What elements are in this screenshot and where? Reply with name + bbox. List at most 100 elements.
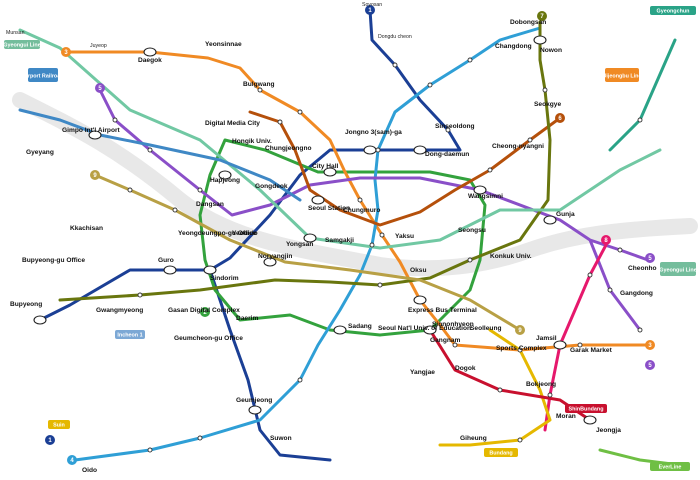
tag-everline xyxy=(650,462,690,471)
station-dot[interactable] xyxy=(487,167,493,173)
label-sinnonhyeon: Sinnonhyeon xyxy=(432,321,474,328)
station-dot[interactable] xyxy=(617,247,623,253)
station-wangsimni[interactable] xyxy=(473,185,487,195)
badge-line-9-east-text: 9 xyxy=(518,328,522,334)
station-geumjeong[interactable] xyxy=(248,405,262,415)
station-dot[interactable] xyxy=(375,147,381,153)
station-dot[interactable] xyxy=(587,272,593,278)
station-daegok[interactable] xyxy=(143,47,157,57)
line-1[interactable] xyxy=(38,8,462,462)
station-jamsil[interactable] xyxy=(553,340,567,350)
line-9[interactable] xyxy=(93,173,522,332)
station-dot[interactable] xyxy=(392,62,398,68)
station-dot[interactable] xyxy=(379,232,385,238)
station-dot[interactable] xyxy=(197,435,203,441)
station-dot[interactable] xyxy=(257,87,263,93)
label-oido: Oido xyxy=(82,467,97,474)
station-dot[interactable] xyxy=(147,147,153,153)
station-dot[interactable] xyxy=(297,377,303,383)
station-jeongja[interactable] xyxy=(583,415,597,425)
label-juyeop: Juyeop xyxy=(90,43,107,49)
station-hapjeong[interactable] xyxy=(218,170,232,180)
line-8[interactable] xyxy=(543,243,608,432)
station-dot[interactable] xyxy=(357,197,363,203)
station-dot[interactable] xyxy=(542,87,548,93)
station-gimpo[interactable] xyxy=(88,130,102,140)
station-seoul-station[interactable] xyxy=(311,195,325,205)
station-jongno3[interactable] xyxy=(363,145,377,155)
label-garak: Garak Market xyxy=(570,347,613,354)
label-jongno3: Jongno 3(sam)-ga xyxy=(345,129,402,136)
label-gwangmyeong: Gwangmyeong xyxy=(96,307,143,314)
tag-suin xyxy=(48,420,70,429)
station-yongsan[interactable] xyxy=(303,233,317,243)
station-dot[interactable] xyxy=(467,57,473,63)
line-airport[interactable] xyxy=(18,108,302,202)
label-gimpo: Gimpo Int'l Airport xyxy=(62,127,121,134)
station-dot[interactable] xyxy=(467,257,473,263)
label-nowon: Nowon xyxy=(540,47,562,54)
station-gunja[interactable] xyxy=(543,215,557,225)
station-dongdaemun[interactable] xyxy=(413,145,427,155)
badge-line-5 xyxy=(95,83,105,93)
badge-line-9 xyxy=(90,170,100,180)
label-daerim: Daerim xyxy=(236,315,258,322)
badge-line-5-se xyxy=(645,360,655,370)
station-dot[interactable] xyxy=(497,387,503,393)
label-kkachisan: Kkachisan xyxy=(70,225,103,232)
station-city-hall[interactable] xyxy=(323,167,337,177)
station-dot[interactable] xyxy=(637,117,643,123)
station-dot[interactable] xyxy=(637,327,643,333)
label-gongdeok: Gongdeok xyxy=(255,183,288,190)
line-6[interactable] xyxy=(248,110,562,227)
station-dot[interactable] xyxy=(452,342,458,348)
badge-line-1-top-text: 1 xyxy=(368,8,372,14)
badge-line-5-east-text: 5 xyxy=(648,256,652,262)
label-dangsan: Dangsan xyxy=(196,201,224,208)
label-moran: Moran xyxy=(556,413,576,420)
station-dot[interactable] xyxy=(445,127,451,133)
station-changdong[interactable] xyxy=(533,35,547,45)
station-dot[interactable] xyxy=(147,447,153,453)
station-dot[interactable] xyxy=(277,119,283,125)
label-sinseoldong: Sinseoldong xyxy=(435,123,475,130)
station-dot[interactable] xyxy=(517,437,523,443)
station-sadang[interactable] xyxy=(333,325,347,335)
line-gyeongchun[interactable] xyxy=(608,38,677,152)
station-noryangjin[interactable] xyxy=(263,257,277,267)
station-dot[interactable] xyxy=(172,207,178,213)
station-dot[interactable] xyxy=(427,82,433,88)
station-bupyeong[interactable] xyxy=(33,315,47,325)
station-dot[interactable] xyxy=(517,347,523,353)
station-dot[interactable] xyxy=(137,292,143,298)
tag-everline-text: EverLine xyxy=(659,465,682,471)
station-dot[interactable] xyxy=(297,109,303,115)
label-suwon: Suwon xyxy=(270,435,292,442)
station-dot[interactable] xyxy=(369,242,375,248)
line-7[interactable] xyxy=(58,20,552,302)
station-dot[interactable] xyxy=(527,137,533,143)
label-jeongja: Jeongja xyxy=(596,427,621,434)
label-geumjeong: Geumjeong xyxy=(236,397,272,404)
label-seolleung: Seolleung xyxy=(470,325,502,332)
station-express-bus[interactable] xyxy=(413,295,427,305)
label-gunja: Gunja xyxy=(556,211,575,218)
label-chungjeongno: Chungjeongno xyxy=(265,145,312,152)
station-dot[interactable] xyxy=(377,282,383,288)
badge-line-9-text: 9 xyxy=(93,173,97,179)
label-konkuk: Konkuk Univ. xyxy=(490,253,532,260)
station-gangnam[interactable] xyxy=(423,325,437,335)
station-dot[interactable] xyxy=(127,187,133,193)
station-dot[interactable] xyxy=(607,287,613,293)
station-dot[interactable] xyxy=(112,117,118,123)
label-daegok: Daegok xyxy=(138,57,162,64)
label-noryangjin: Noryangjin xyxy=(258,253,292,260)
label-express-bus: Express Bus Terminal xyxy=(408,307,477,314)
station-sindorim[interactable] xyxy=(203,265,217,275)
station-dot[interactable] xyxy=(577,342,583,348)
station-dot[interactable] xyxy=(547,392,553,398)
station-dot[interactable] xyxy=(197,187,203,193)
line-gyeongui-jungang[interactable] xyxy=(18,28,662,250)
station-guro[interactable] xyxy=(163,265,177,275)
